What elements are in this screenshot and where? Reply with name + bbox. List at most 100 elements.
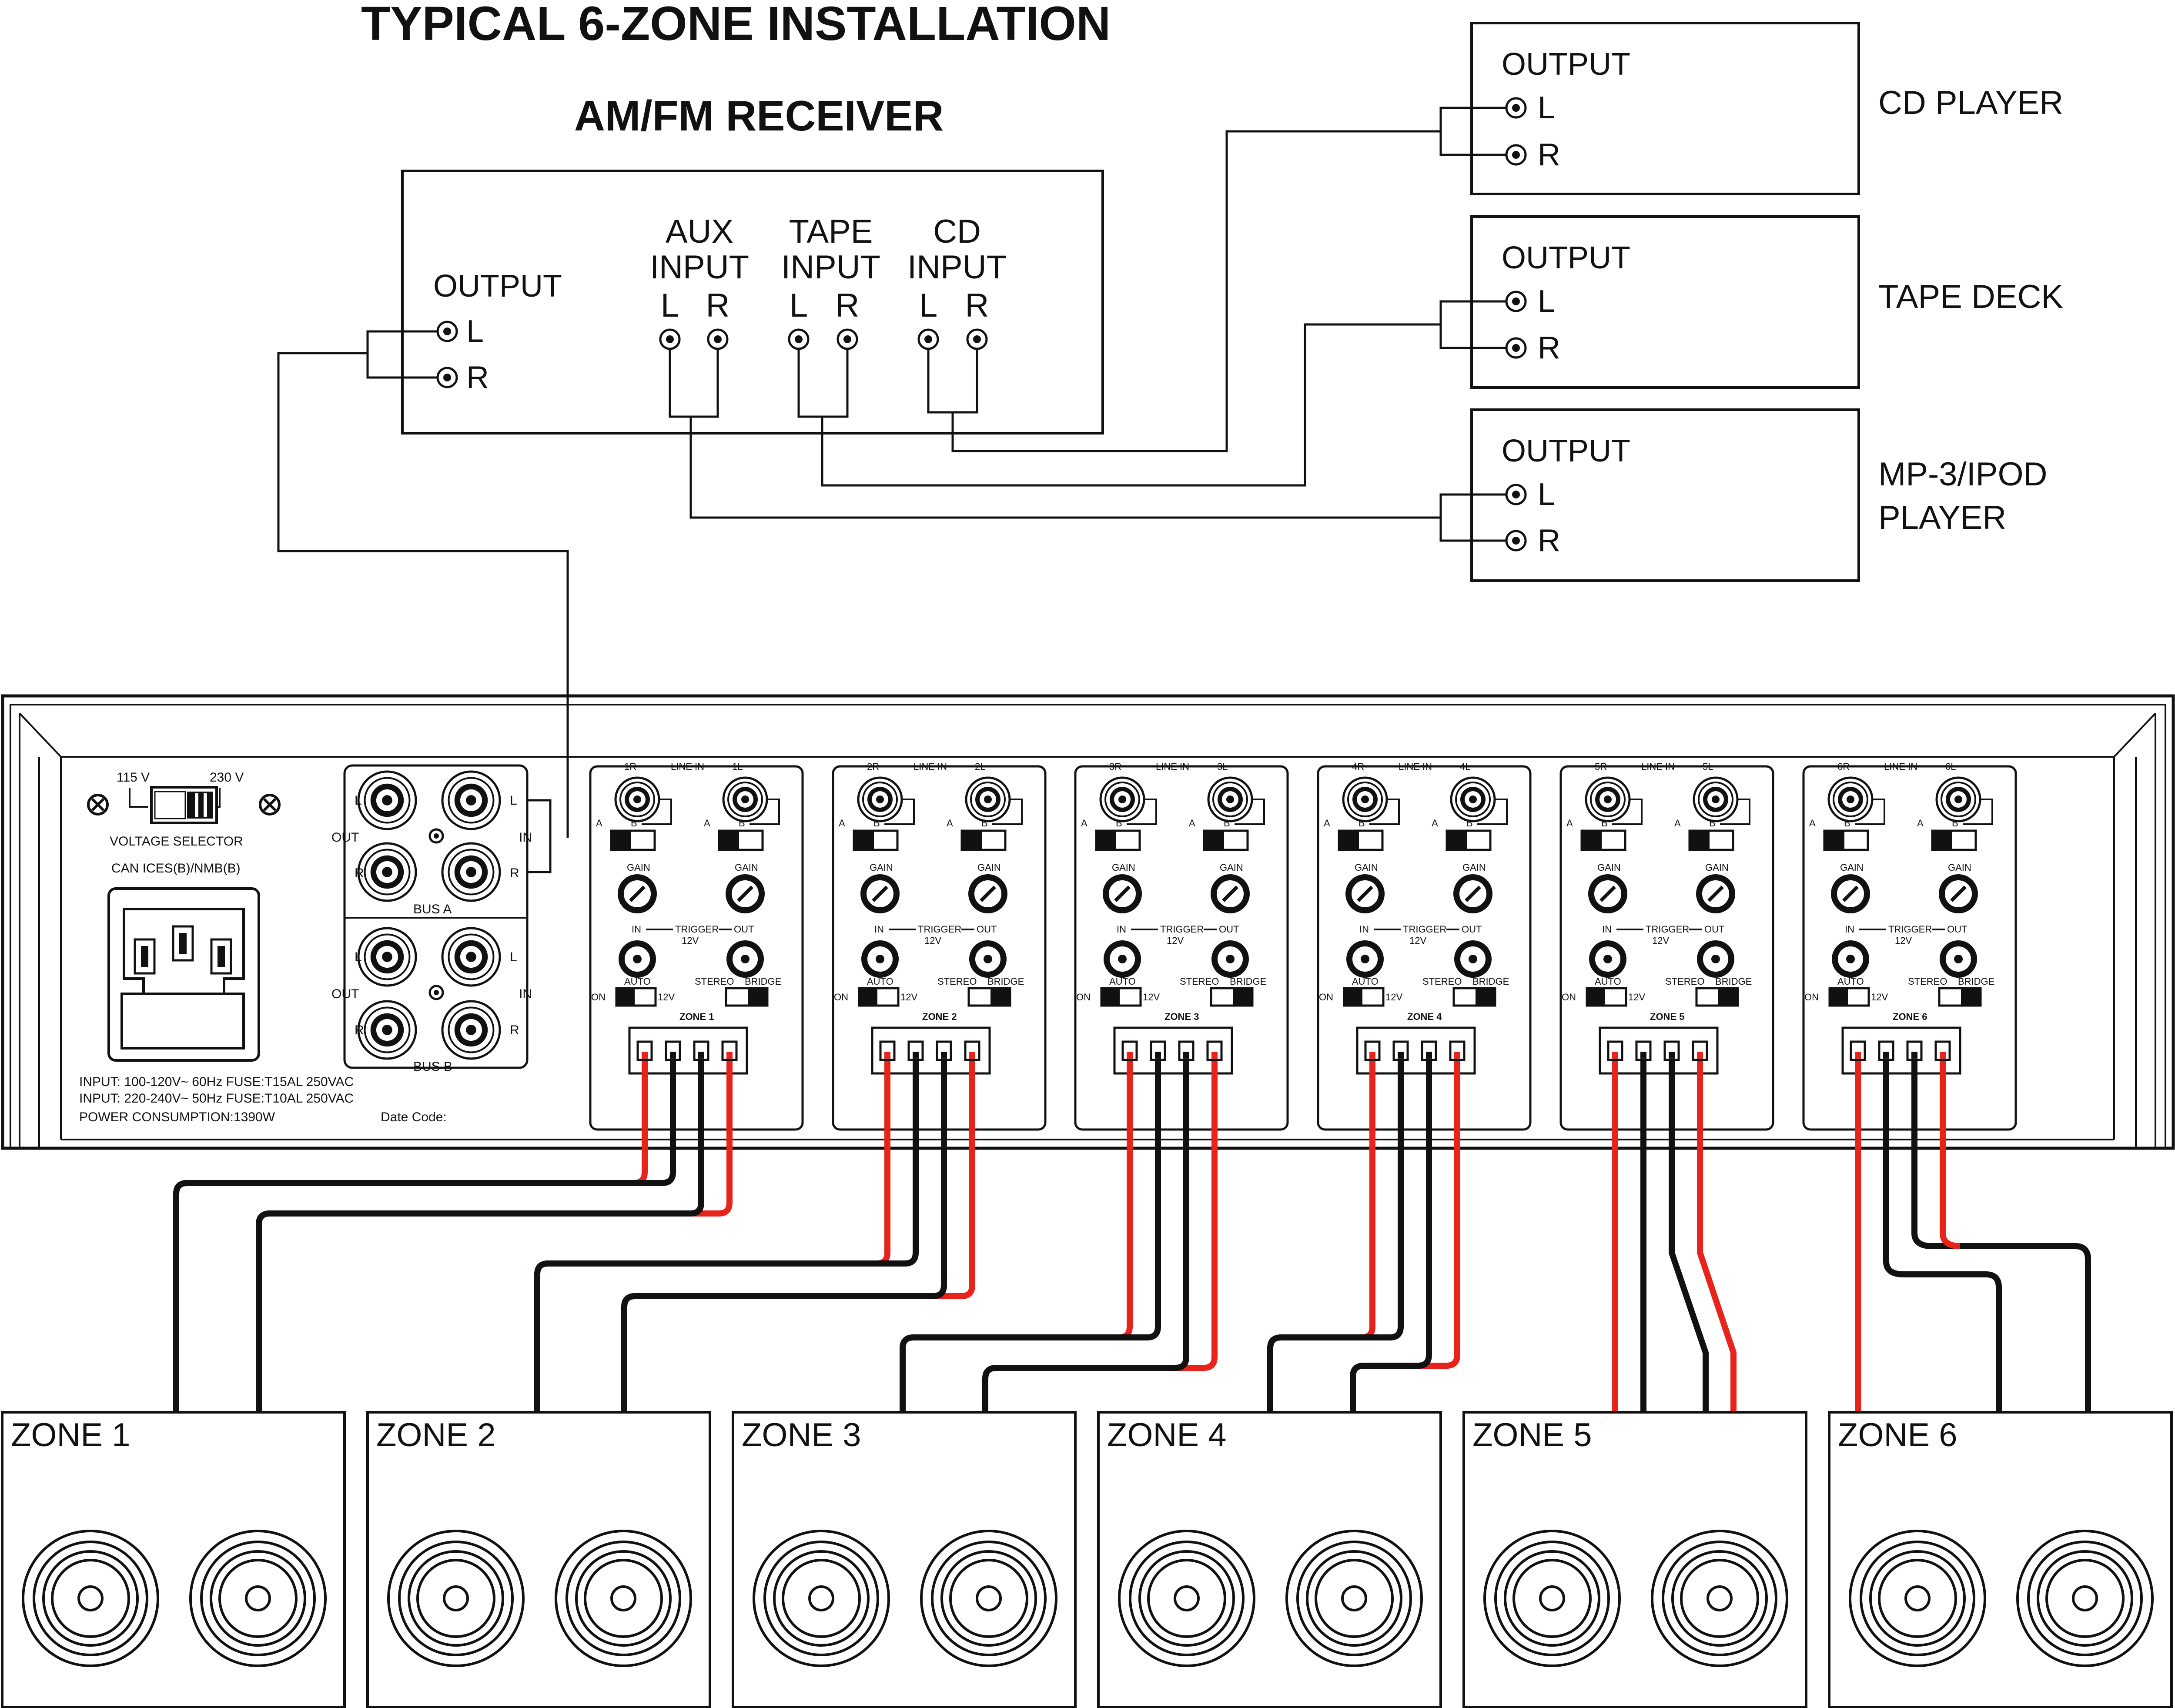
bus-a-in-label: IN xyxy=(519,830,532,845)
on-label: ON xyxy=(591,992,606,1003)
stereo-label: STEREO xyxy=(1180,976,1219,987)
diagram-title: TYPICAL 6-ZONE INSTALLATION xyxy=(361,0,1111,50)
gain-label: GAIN xyxy=(977,862,1001,873)
line-in-label: LINE IN xyxy=(1156,761,1189,772)
power-consumption: POWER CONSUMPTION:1390W xyxy=(79,1110,275,1124)
receiver-title: AM/FM RECEIVER xyxy=(574,92,944,140)
mp3-ipod-player: OUTPUT L R MP-3/IPOD PLAYER xyxy=(1470,408,2048,582)
receiver-output-l-label: L xyxy=(466,314,484,349)
cd-player-output-label: OUTPUT xyxy=(1502,47,1630,82)
a-label: A xyxy=(1566,818,1573,829)
zone-room-label: ZONE 3 xyxy=(742,1417,861,1454)
line-in-r-label: 2R xyxy=(867,761,879,772)
speaker-icon xyxy=(1651,1530,1788,1667)
a-label: A xyxy=(704,818,710,829)
trigger-in-label: IN xyxy=(1359,924,1369,935)
trigger-out-label: OUT xyxy=(1219,924,1239,935)
tape-deck: OUTPUT L R TAPE DECK xyxy=(1470,215,2063,389)
module-zone-label: ZONE 5 xyxy=(1650,1011,1684,1022)
auto-label: AUTO xyxy=(1352,976,1379,987)
cd-player-r-label: R xyxy=(1538,137,1560,172)
cd-player-l-label: L xyxy=(1538,90,1555,125)
bus-jacks[interactable] xyxy=(357,770,501,1060)
bus-panel xyxy=(343,764,529,1069)
tape-r-label: R xyxy=(836,287,860,324)
speaker-icon xyxy=(387,1530,525,1667)
speaker-icon xyxy=(2016,1530,2154,1667)
gain-label: GAIN xyxy=(1112,862,1135,873)
gain-label: GAIN xyxy=(1597,862,1621,873)
line-in-l-label: 3L xyxy=(1217,761,1228,772)
tape-deck-r-label: R xyxy=(1538,331,1560,365)
12v-label: 12V xyxy=(900,992,917,1003)
stereo-label: STEREO xyxy=(695,976,734,987)
line-in-r-label: 3R xyxy=(1109,761,1121,772)
12v-label: 12V xyxy=(1628,992,1645,1003)
auto-label: AUTO xyxy=(867,976,893,987)
gain-label: GAIN xyxy=(1840,862,1864,873)
trigger-label: TRIGGER xyxy=(918,924,961,935)
signal-cables xyxy=(277,107,1506,873)
trigger-in-label: IN xyxy=(1602,924,1612,935)
trigger-in-label: IN xyxy=(1117,924,1126,935)
speaker-terminal-block[interactable] xyxy=(1113,1026,1233,1075)
tape-deck-name: TAPE DECK xyxy=(1878,278,2063,315)
bus-b-in-l-label: L xyxy=(510,950,517,964)
trigger-out-label: OUT xyxy=(1462,924,1482,935)
gain-label: GAIN xyxy=(1355,862,1378,873)
line-in-r-label: 4R xyxy=(1352,761,1364,772)
line-in-label: LINE IN xyxy=(671,761,704,772)
receiver-input-jacks[interactable] xyxy=(659,328,988,350)
stereo-label: STEREO xyxy=(1665,976,1704,987)
on-label: ON xyxy=(1076,992,1091,1003)
receiver-output-r-label: R xyxy=(466,360,489,395)
b-label: B xyxy=(1224,818,1230,829)
b-label: B xyxy=(1709,818,1716,829)
stereo-label: STEREO xyxy=(1422,976,1462,987)
zone-room-label: ZONE 6 xyxy=(1838,1417,1958,1454)
mp3-l-label: L xyxy=(1538,477,1555,512)
module-zone-label: ZONE 2 xyxy=(922,1011,957,1022)
bus-a-in-l-label: L xyxy=(510,793,517,808)
trigger-12v-label: 12V xyxy=(1167,935,1184,946)
cd-input-label-1: CD xyxy=(933,213,981,250)
speaker-terminal-block[interactable] xyxy=(1599,1026,1719,1075)
trigger-out-label: OUT xyxy=(1947,924,1967,935)
gain-label: GAIN xyxy=(1220,862,1243,873)
trigger-in-label: IN xyxy=(632,924,641,935)
bus-b-in-r-label: R xyxy=(510,1023,519,1037)
gain-label: GAIN xyxy=(1705,862,1729,873)
bus-a-out-l-label: L xyxy=(355,793,362,808)
zone-room-4: ZONE 4 xyxy=(1097,1411,1442,1708)
a-label: A xyxy=(1809,818,1816,829)
trigger-label: TRIGGER xyxy=(1646,924,1689,935)
stereo-label: STEREO xyxy=(1908,976,1947,987)
auto-label: AUTO xyxy=(624,976,651,987)
am-fm-receiver: OUTPUT L R AUX INPUT TAPE INPUT CD INPUT… xyxy=(401,170,1104,435)
aux-r-label: R xyxy=(706,287,730,324)
date-code: Date Code: xyxy=(381,1110,447,1124)
a-label: A xyxy=(1081,818,1088,829)
speaker-terminal-block[interactable] xyxy=(871,1026,991,1075)
line-in-r-label: 6R xyxy=(1837,761,1850,772)
line-in-l-label: 1L xyxy=(732,761,743,772)
bus-b-out-label: OUT xyxy=(331,987,359,1001)
speaker-icon xyxy=(1118,1530,1255,1667)
trigger-out-label: OUT xyxy=(1704,924,1724,935)
bus-b-out-r-label: R xyxy=(355,1023,364,1037)
gain-label: GAIN xyxy=(870,862,893,873)
bus-a-label: BUS A xyxy=(413,902,452,916)
zone-room-5: ZONE 5 xyxy=(1462,1411,1807,1708)
b-label: B xyxy=(739,818,745,829)
speaker-terminal-block[interactable] xyxy=(628,1026,748,1075)
line-in-l-label: 4L xyxy=(1460,761,1470,772)
line-in-r-label: 5R xyxy=(1595,761,1607,772)
bus-b-in-label: IN xyxy=(519,987,532,1001)
b-label: B xyxy=(1952,818,1958,829)
line-in-l-label: 5L xyxy=(1703,761,1713,772)
on-label: ON xyxy=(1319,992,1333,1003)
